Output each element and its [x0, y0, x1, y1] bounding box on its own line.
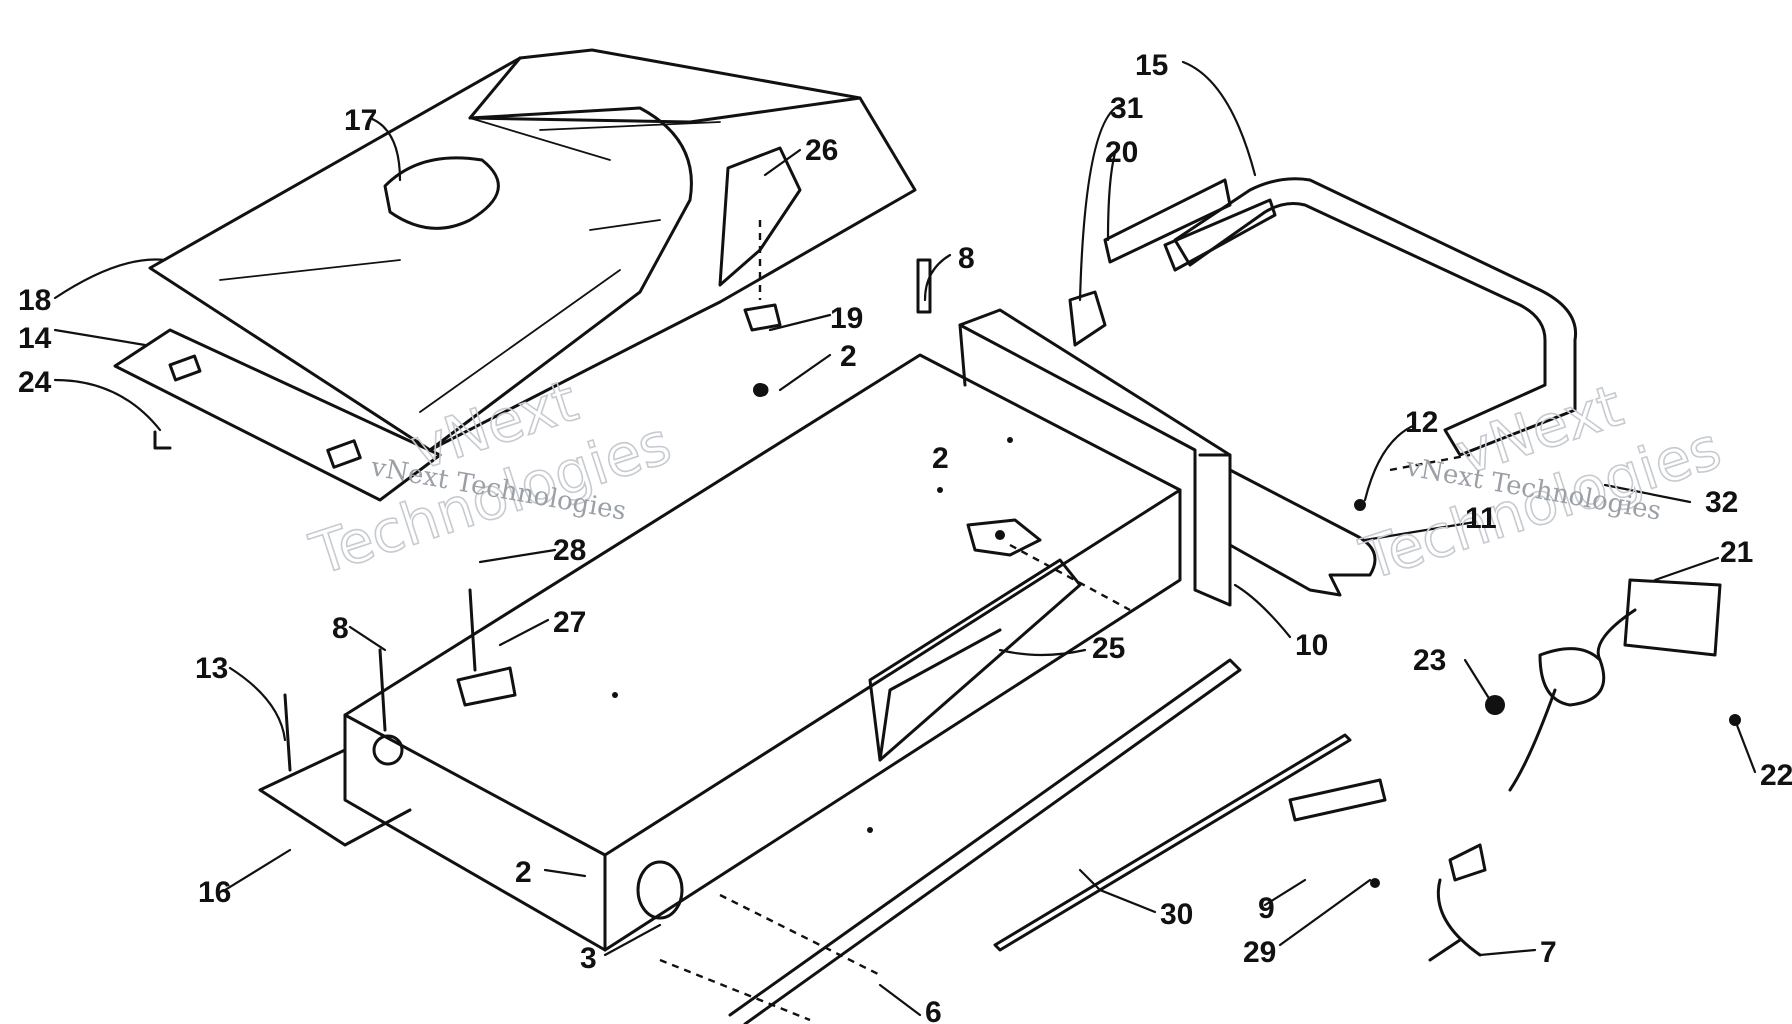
alignment-lines	[659, 220, 1471, 1022]
console-body	[258, 353, 1182, 952]
seat-base-plate	[113, 328, 442, 502]
callout-19: 19	[830, 302, 863, 335]
callout-21: 21	[1720, 536, 1753, 569]
hood-assembly	[148, 48, 917, 452]
watermark-left: vNext Technologies vNext Technologies	[302, 365, 680, 589]
callout-25: 25	[1092, 632, 1125, 665]
callout-2-low: 2	[515, 856, 532, 889]
callout-6: 6	[925, 996, 942, 1024]
callout-8-left: 8	[332, 612, 349, 645]
callout-32: 32	[1705, 486, 1738, 519]
rod	[993, 733, 1352, 952]
callout-15: 15	[1135, 49, 1168, 82]
callout-labels: 17 26 15 31 20 18 14 24 8 19 2 12 2 32 1…	[18, 49, 1792, 1024]
callout-23: 23	[1413, 644, 1446, 677]
callout-28: 28	[553, 534, 586, 567]
leader-lines	[53, 60, 1757, 1017]
callout-26: 26	[805, 134, 838, 167]
callout-18: 18	[18, 284, 51, 317]
watermark-right: vNext Technologies vNext Technologies	[1352, 370, 1730, 594]
callout-27: 27	[553, 606, 586, 639]
callout-8-top: 8	[958, 242, 975, 275]
callout-9: 9	[1258, 892, 1275, 925]
callout-13: 13	[195, 652, 228, 685]
bracket	[1228, 468, 1377, 597]
callout-11: 11	[1465, 502, 1497, 535]
callout-29: 29	[1243, 936, 1276, 969]
callout-22: 22	[1760, 759, 1792, 792]
callout-31: 31	[1110, 92, 1143, 125]
callout-24: 24	[18, 366, 52, 399]
callout-14: 14	[18, 322, 52, 355]
handle-frame	[1163, 177, 1578, 457]
callout-3: 3	[580, 942, 597, 975]
tube	[728, 658, 1242, 1024]
callout-12: 12	[1405, 406, 1438, 439]
small-parts	[283, 258, 1741, 962]
callout-30: 30	[1160, 898, 1193, 931]
callout-17: 17	[344, 104, 377, 137]
callout-2-mid: 2	[932, 442, 949, 475]
callout-16: 16	[198, 876, 231, 909]
callout-10: 10	[1295, 629, 1328, 662]
callout-7: 7	[1540, 936, 1557, 969]
callout-20: 20	[1105, 136, 1138, 169]
back-panel	[958, 308, 1232, 607]
handle-pads	[1068, 178, 1232, 347]
callout-2-top: 2	[840, 340, 857, 373]
